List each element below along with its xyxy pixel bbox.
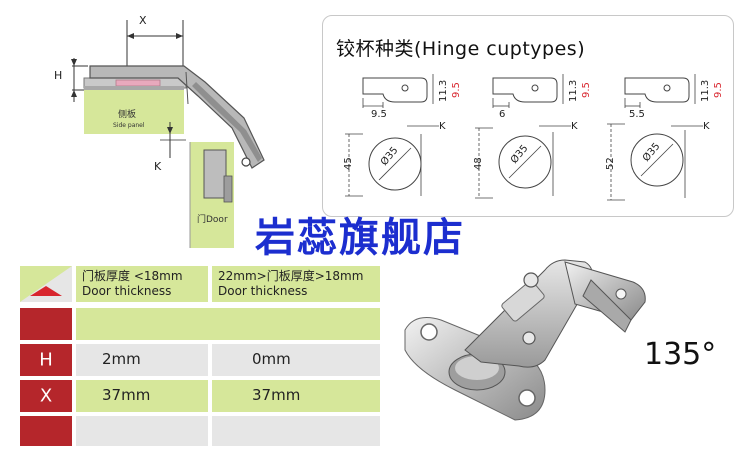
table-blank-row bbox=[76, 308, 380, 340]
hinge-diagram: X H 侧板 Side panel K 门Door bbox=[0, 0, 290, 255]
shop-watermark: 岩蕊旗舰店 bbox=[255, 215, 465, 261]
table-side-x: X bbox=[20, 380, 72, 412]
table-side-h: H bbox=[20, 344, 72, 376]
type2-depth-a: 11.3 bbox=[568, 80, 579, 102]
table-side-blank bbox=[20, 308, 72, 340]
hinge-product-image bbox=[395, 240, 665, 455]
spec-table: 门板厚度 <18mm Door thickness 22mm>门板厚度>18mm… bbox=[20, 266, 380, 446]
side-panel bbox=[84, 89, 184, 134]
row-h-col1-cell bbox=[76, 344, 208, 376]
type1-depth-a: 11.3 bbox=[438, 80, 449, 102]
type1-offset: 9.5 bbox=[371, 109, 387, 120]
table-corner-cell bbox=[20, 266, 72, 302]
door-label: 门Door bbox=[197, 213, 228, 225]
type3-offset: 5.5 bbox=[629, 109, 645, 120]
header-col1-en: Door thickness bbox=[82, 284, 172, 298]
row-h-col1: 2mm bbox=[102, 350, 141, 368]
header-col2: 22mm>门板厚度>18mm Door thickness bbox=[212, 266, 380, 302]
header-col2-cn: 22mm>门板厚度>18mm bbox=[218, 269, 364, 283]
header-col2-en: Door thickness bbox=[218, 284, 308, 298]
cup-types-panel: 铰杯种类(Hinge cuptypes) 9.5 11.3 9.5 Ø35 45… bbox=[322, 15, 734, 217]
row-x-label: X bbox=[39, 385, 53, 407]
opening-angle-label: 135° bbox=[644, 337, 717, 372]
table-bottom-col1 bbox=[76, 416, 208, 446]
type2-offset: 6 bbox=[499, 109, 505, 120]
row-x-col2: 37mm bbox=[252, 386, 301, 404]
row-x-col1-cell bbox=[76, 380, 208, 412]
row-x-col1: 37mm bbox=[102, 386, 151, 404]
type3-depth-a: 11.3 bbox=[700, 80, 711, 102]
type1-depth-b: 9.5 bbox=[451, 82, 462, 98]
row-h-label: H bbox=[39, 349, 53, 371]
type2-k-label: K bbox=[571, 121, 578, 132]
type3-depth-b: 9.5 bbox=[713, 82, 724, 98]
row-h-col2: 0mm bbox=[252, 350, 291, 368]
table-side-bottom bbox=[20, 416, 72, 446]
type2-depth-b: 9.5 bbox=[581, 82, 592, 98]
table-bottom-col2 bbox=[212, 416, 380, 446]
type3-k-label: K bbox=[703, 121, 710, 132]
x-dimension-label: X bbox=[139, 14, 147, 27]
side-panel-en-label: Side panel bbox=[113, 122, 145, 129]
cup-types-title: 铰杯种类(Hinge cuptypes) bbox=[336, 38, 586, 60]
side-panel-cn-label: 侧板 bbox=[118, 108, 136, 120]
row-x-col2-cell bbox=[212, 380, 380, 412]
row-h-col2-cell bbox=[212, 344, 380, 376]
cup-type-3: 5.5 11.3 9.5 Ø35 52 K bbox=[605, 74, 724, 201]
header-col1: 门板厚度 <18mm Door thickness bbox=[76, 266, 208, 302]
up-triangle-icon bbox=[30, 286, 62, 296]
cup-type-1: 9.5 11.3 9.5 Ø35 45 K bbox=[343, 74, 462, 197]
type1-height: 45 bbox=[343, 157, 354, 170]
type1-k-label: K bbox=[439, 121, 446, 132]
type2-height: 48 bbox=[473, 157, 484, 170]
type3-height: 52 bbox=[605, 157, 616, 170]
cup-type-2: 6 11.3 9.5 Ø35 48 K bbox=[473, 74, 592, 199]
header-col1-cn: 门板厚度 <18mm bbox=[82, 269, 183, 283]
h-dimension-label: H bbox=[54, 69, 62, 82]
k-dimension-label: K bbox=[154, 160, 162, 173]
